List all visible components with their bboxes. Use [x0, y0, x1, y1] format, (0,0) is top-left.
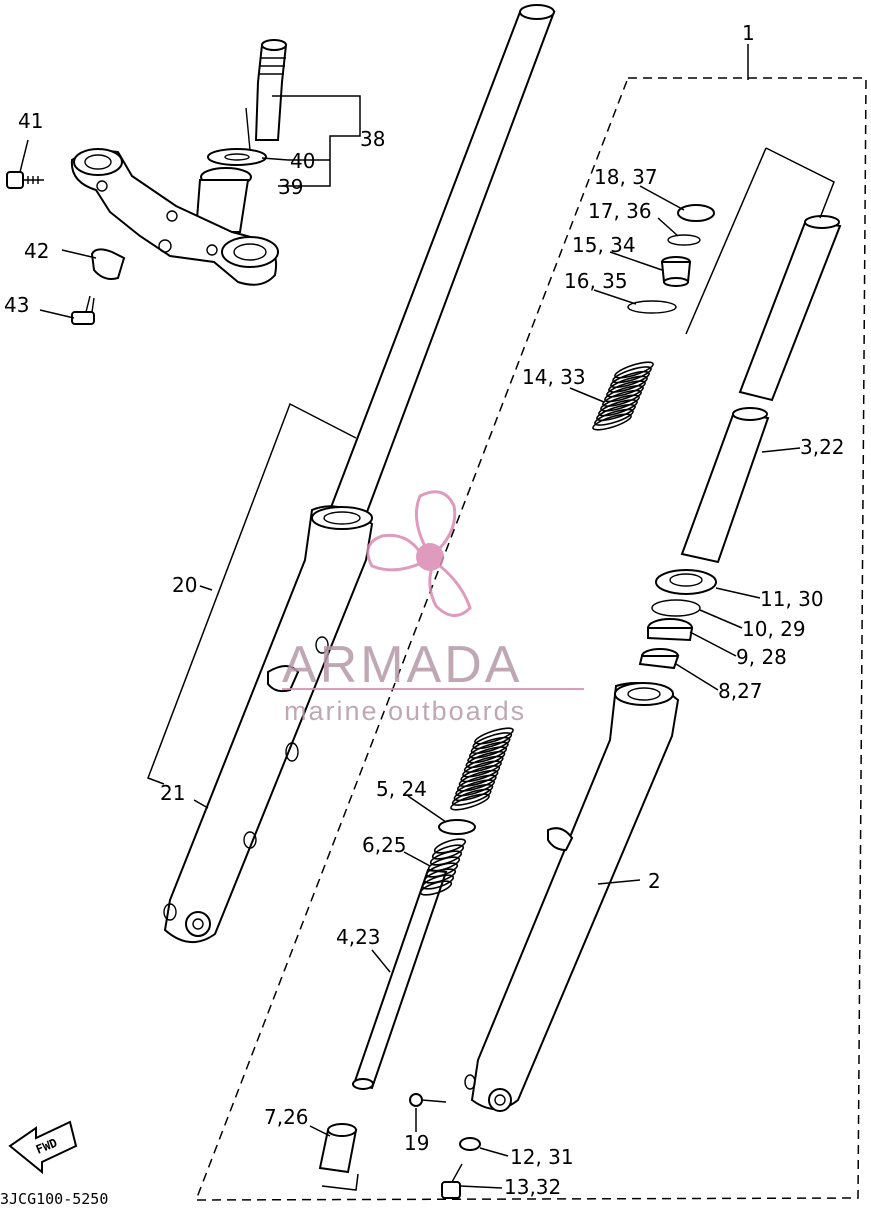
watermark-brand: ARMADA — [282, 636, 522, 694]
leader-lines — [19, 95, 835, 1191]
lower-fork-spring — [450, 727, 514, 811]
callout-10-29: 10, 29 — [742, 617, 806, 641]
armada-watermark: ARMADA marine outboards — [282, 490, 584, 726]
callout-39: 39 — [278, 175, 303, 199]
callout-13-32: 13,32 — [504, 1175, 561, 1199]
callout-40: 40 — [290, 149, 315, 173]
callout-5-24: 5, 24 — [376, 777, 427, 801]
callout-6-25: 6,25 — [362, 833, 407, 857]
propeller-hub-icon — [416, 543, 444, 571]
callout-19: 19 — [404, 1131, 429, 1155]
rebound-spring — [419, 838, 467, 896]
callout-11-30: 11, 30 — [760, 587, 824, 611]
callout-2: 2 — [648, 869, 661, 893]
callout-38: 38 — [360, 127, 385, 151]
callout-42: 42 — [24, 239, 49, 263]
callout-14-33: 14, 33 — [522, 365, 586, 389]
fork-right-assembly — [163, 4, 556, 943]
under-bracket-assembly — [6, 39, 288, 325]
fwd-arrow-icon: FWD — [8, 1120, 78, 1175]
callout-labels: 41 38 40 39 42 43 18, 37 17, 36 15, 34 1… — [4, 21, 845, 1199]
callout-16-35: 16, 35 — [564, 269, 628, 293]
upper-fork-spring — [592, 361, 654, 431]
callout-43: 43 — [4, 293, 29, 317]
callout-12-31: 12, 31 — [510, 1145, 574, 1169]
callout-9-28: 9, 28 — [736, 645, 787, 669]
assembly-1-outline — [194, 44, 867, 1201]
callout-41: 41 — [18, 109, 43, 133]
callout-18-37: 18, 37 — [594, 165, 658, 189]
callout-4-23: 4,23 — [336, 925, 381, 949]
watermark-tagline: marine outboards — [284, 696, 526, 726]
callout-7-26: 7,26 — [264, 1105, 309, 1129]
internal-parts — [318, 204, 715, 1199]
callout-8-27: 8,27 — [718, 679, 763, 703]
callout-15-34: 15, 34 — [572, 233, 636, 257]
watermark-rule — [282, 688, 584, 690]
callout-20: 20 — [172, 573, 197, 597]
callout-3-22: 3,22 — [800, 435, 845, 459]
callout-1: 1 — [742, 21, 755, 45]
fork-left-assembly — [464, 215, 842, 1112]
callout-21: 21 — [160, 781, 185, 805]
callout-17-36: 17, 36 — [588, 199, 652, 223]
drawing-code: 3JCG100-5250 — [0, 1190, 108, 1208]
propeller-logo-icon — [366, 490, 472, 617]
